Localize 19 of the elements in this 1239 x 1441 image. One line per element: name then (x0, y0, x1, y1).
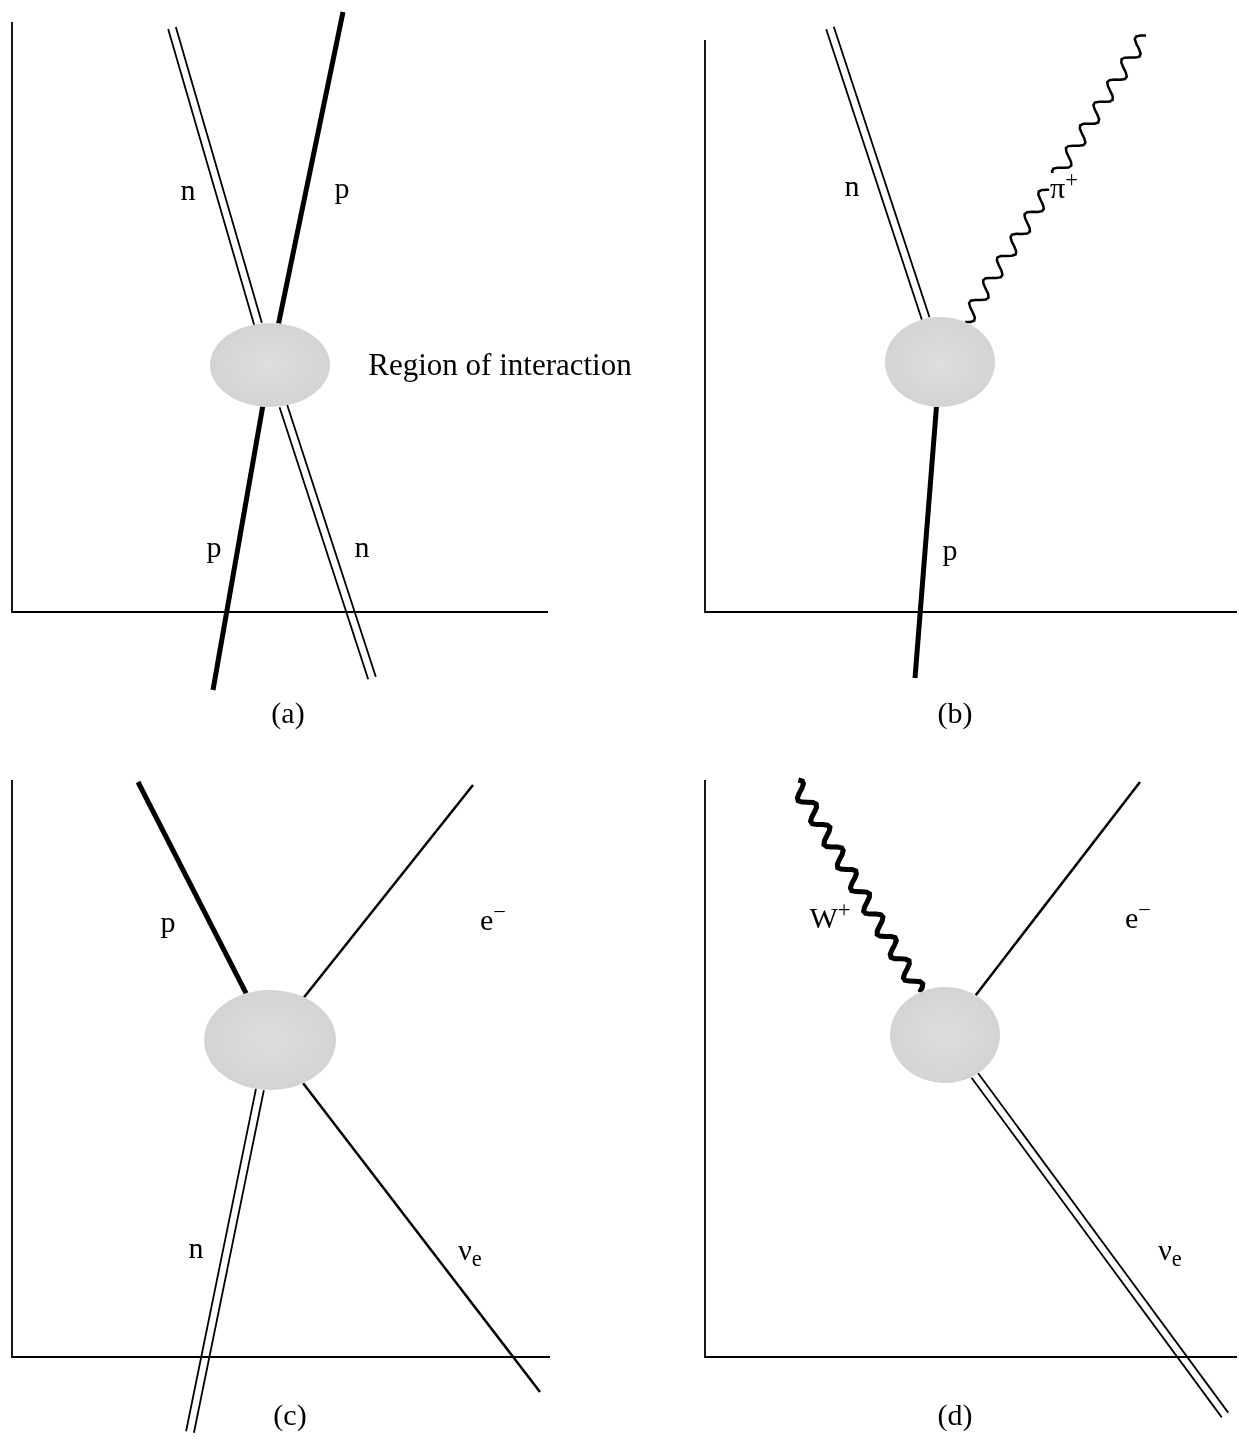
particle-line (974, 781, 1141, 996)
particle-line (276, 11, 346, 324)
double-particle-line (278, 403, 377, 681)
particle-line (210, 406, 266, 691)
panel-caption: (a) (271, 694, 305, 731)
double-particle-line (167, 26, 263, 326)
double-particle-line (185, 1087, 265, 1434)
double-particle-line (825, 25, 931, 321)
particle-line (302, 1082, 541, 1393)
panel-caption: (c) (273, 1396, 307, 1433)
wavy-particle-line (794, 777, 926, 994)
panel-caption: (b) (937, 694, 973, 731)
wavy-particle-line (965, 34, 1146, 324)
double-particle-line (970, 1072, 1230, 1419)
region-caption: Region of interaction (368, 345, 632, 384)
particle-line (912, 406, 939, 679)
panel-caption: (d) (937, 1396, 973, 1433)
particle-line (135, 780, 249, 995)
particle-line (303, 784, 474, 998)
